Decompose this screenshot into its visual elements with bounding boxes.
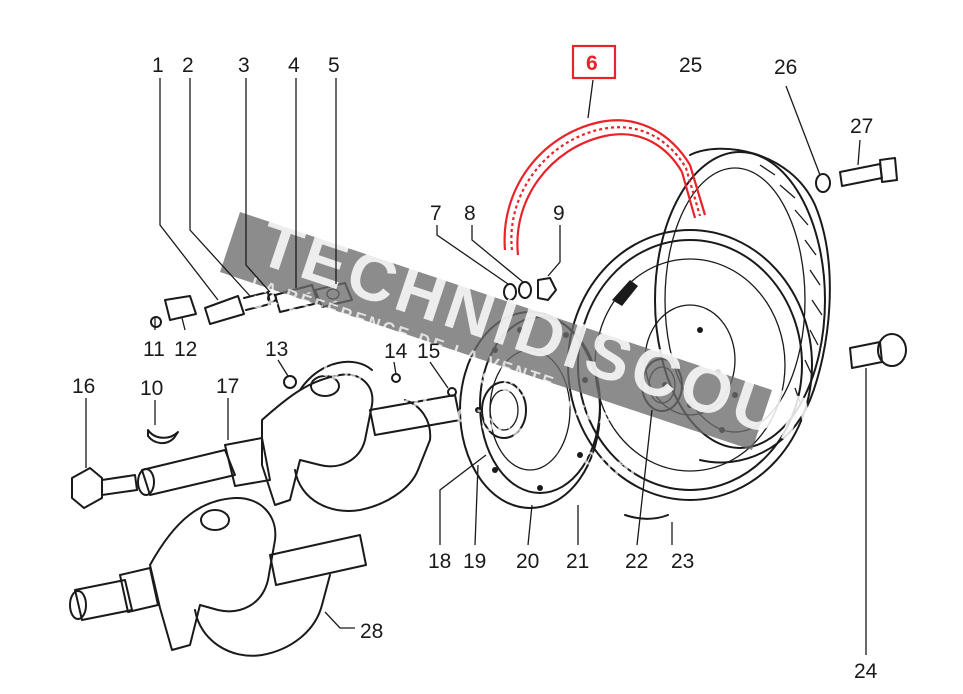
- callout-10: 10: [140, 377, 163, 400]
- callout-numbers: 1 2 3 4 5 6 7 8 9 10 11 12 13 14 15 16 1…: [72, 52, 878, 683]
- callout-4: 4: [288, 54, 300, 77]
- key-10: [147, 429, 179, 444]
- callout-24: 24: [854, 660, 878, 683]
- callout-21: 21: [566, 550, 589, 573]
- callout-9: 9: [553, 202, 565, 225]
- callout-15: 15: [417, 340, 440, 363]
- washer-26: [815, 173, 831, 193]
- crankshaft-upper: [137, 360, 461, 512]
- callout-5: 5: [328, 54, 340, 77]
- callout-7: 7: [430, 202, 442, 225]
- callout-13: 13: [265, 338, 288, 361]
- bolt-27: [839, 157, 898, 187]
- bolt-16: [71, 467, 138, 509]
- crankshaft-lower: [69, 496, 367, 657]
- callout-17: 17: [216, 375, 239, 398]
- callout-20: 20: [516, 550, 539, 573]
- callout-3: 3: [238, 54, 250, 77]
- callout-25: 25: [679, 54, 702, 77]
- callout-28: 28: [360, 620, 383, 643]
- ring-gear-highlighted: [503, 119, 707, 256]
- callout-19: 19: [463, 550, 486, 573]
- callout-26: 26: [774, 56, 797, 79]
- callout-6-highlight-box: [571, 44, 617, 80]
- callout-8: 8: [464, 202, 476, 225]
- callout-16: 16: [72, 375, 95, 398]
- callout-27: 27: [850, 115, 873, 138]
- callout-12: 12: [174, 338, 197, 361]
- callout-2: 2: [182, 54, 194, 77]
- callout-1: 1: [152, 54, 164, 77]
- callout-22: 22: [625, 550, 648, 573]
- technidiscount-watermark: TECHNIDISCOUNT LA RÉFÉRENCE DE LA VENTE …: [220, 205, 887, 486]
- callout-11: 11: [143, 338, 165, 361]
- bolt-24: [849, 333, 907, 369]
- callout-6: 6: [586, 52, 598, 75]
- callout-18: 18: [428, 550, 451, 573]
- callout-23: 23: [671, 550, 694, 573]
- washers-7-8-9: [503, 277, 557, 301]
- leader-lines: [85, 78, 867, 655]
- callout-14: 14: [384, 340, 408, 363]
